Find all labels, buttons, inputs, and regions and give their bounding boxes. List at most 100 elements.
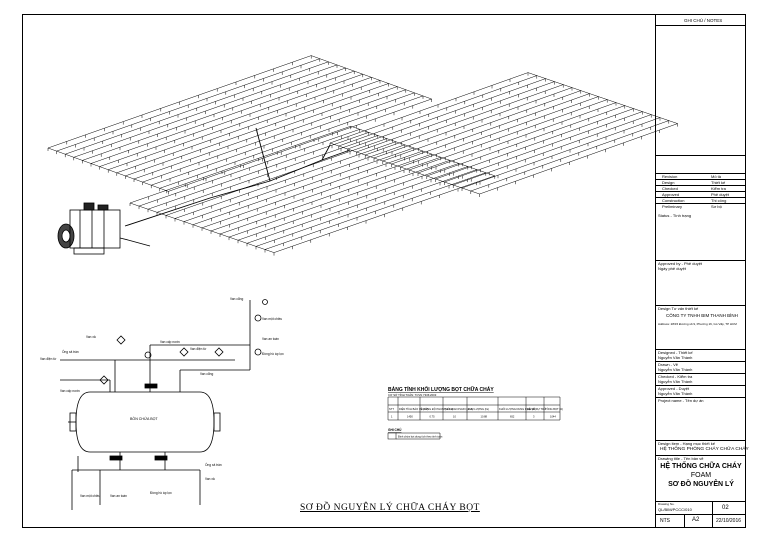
table-subtitle: CƠ SỞ TÍNH TOÁN: TCVN 7336:2003 [388,392,437,397]
revision-row-value: Phê duyệt [711,192,730,197]
branch-pipe [453,114,652,186]
notes-title: GHI CHÚ [388,427,402,432]
main-pipe [350,125,495,177]
revision-row-value: Mô tả [711,174,722,179]
revision-row-label: Checked [662,186,678,191]
branch-pipe [382,90,581,162]
table-value-cell: 0.75 [430,415,436,419]
main-pipe [129,202,275,253]
design-item-value: HỆ THỐNG PHÒNG CHÁY CHỮA CHÁY [660,447,749,452]
table-value-cell: 1 [391,415,393,419]
main-pipe [329,142,480,195]
branch-pipe [329,72,529,144]
drawing-border [22,14,746,528]
table-header-cell: HỆ SỐ DỰ TRỮ [527,406,547,411]
valve-label: Van cấp nước [60,389,80,393]
table-value-cell: 1044 [550,415,556,419]
drawing-no-label: Drawing No. [658,502,675,506]
foam-tank-schematic [60,299,268,510]
branch-pipe [365,84,564,156]
designer-name: Nguyễn Văn Thành [658,367,693,372]
valve-label: Van một chiều [262,317,282,321]
branch-pipe [338,75,537,147]
valve-label: Van điện từ [40,357,57,361]
contractor-label: Design Tư vấn thiết kế [658,306,699,311]
valve-label: Đồng hồ áp lực [262,352,284,356]
table-value-cell: 652 [510,415,515,419]
table-header-cell: DIỆN TÍCH BẢO VỆ (m2) [399,406,428,411]
branch-pipe [426,105,625,177]
valve-label: Ống xả tràn [205,462,222,467]
revision-row-label: Revision [662,174,678,179]
foam-quantity-table [387,396,561,440]
revision-row-value: Kiểm tra [711,186,726,191]
drawing-date: 22/10/2016 [716,518,742,524]
table-header-cell: STT [389,407,394,411]
branch-pipe [347,78,546,150]
valve-label: Van an toàn [110,494,127,498]
revision-row-label: Construction [662,198,685,203]
drawing-no: QL/BIM/PCCC/010 [658,507,692,512]
revision-row-value: Thiết kế [711,180,726,185]
drawing-title-line-1: HỆ THỐNG CHỮA CHÁY [660,463,742,470]
branch-pipe [417,102,617,174]
table-header-cell: TỔNG BỌT (lít) [545,406,563,411]
valve-label: Ống xả tràn [62,349,79,354]
table-header-cell: THỜI GIAN PHUN (phút) [444,406,473,411]
branch-pipe [391,93,590,165]
valve-label: Van một chiều [80,494,100,498]
revision-row-value: Sơ bộ [711,204,722,209]
main-pipe [527,72,678,124]
valve-label: Van xả [86,335,96,339]
revision-row-label: Preliminary [662,204,683,209]
table-header-cell: LƯU LƯỢNG (l/s) [468,407,489,411]
branch-pipe [373,87,573,159]
branch-pipe [356,81,555,153]
table-header-cell: KHỐI LƯỢNG DUNG DỊCH (lít) [499,406,536,411]
design-item-label: Design item - Hạng mục thiết kế [658,441,715,446]
branch-pipe [435,108,634,180]
notes-text: Bình chứa bọt dung tích theo tính toán [398,435,443,439]
branch-pipe [192,147,414,225]
drawing-title-line-2: FOAM [690,472,712,479]
revision-row-label: Design [662,180,675,185]
designer-name: Nguyễn Văn Thành [658,379,693,384]
main-pipe [311,55,432,100]
valve-label: Van cổng [200,372,213,376]
designer-role: Approved - Duyệt [658,386,690,391]
paper-size: A2 [692,517,700,523]
valve-label: Đồng hồ áp lực [150,491,172,495]
table-header-cell: CƯỜNG ĐỘ PHUN (l/s.m2) [421,406,453,411]
revision-row-value: Thi công [711,198,727,203]
foam-pump-skid [57,202,121,255]
valve-label: Van cấp nước [160,340,180,344]
branch-pipe [409,99,608,171]
valve-label: Van an toàn [262,337,279,341]
valve-label: Van cổng [230,297,243,301]
designer-role: Designed - Thiết kế [658,350,693,355]
table-title: BẢNG TÍNH KHỐI LƯỢNG BỌT CHỮA CHÁY [388,385,494,393]
branch-pipe [400,96,599,168]
valve-label: Van xả [205,477,215,481]
table-value-cell: 3 [533,415,535,419]
sheet-number: 02 [722,505,729,511]
drawing-caption: SƠ ĐỒ NGUYÊN LÝ CHỮA CHÁY BỌT [300,503,480,513]
scale: NTS [660,518,670,524]
designer-name: Nguyễn Văn Thành [658,355,693,360]
branch-pipe [237,163,459,241]
designer-name: Nguyễn Văn Thành [658,391,693,396]
company-address: Address: 28/15 Đường số 9, Phường 16, Gò… [658,322,737,326]
main-pipe [47,147,169,192]
table-value-cell: 1450 [407,415,413,419]
approval-label: Approved by - Phê duyệt [658,261,703,266]
company-name: CÔNG TY TNHH BIM THANH BÌNH [666,313,738,318]
revision-row-label: Approved [662,192,680,197]
branch-pipe [470,120,669,192]
tank-label: BỒN CHỨA BỌT [130,416,158,421]
branch-pipe [479,123,678,195]
branch-pipe [444,111,643,183]
designer-role: Drawn - Vẽ [658,362,679,367]
approval-date-label: Ngày phê duyệt [658,266,687,271]
project-label: Project name - Tên dự án [658,398,704,403]
